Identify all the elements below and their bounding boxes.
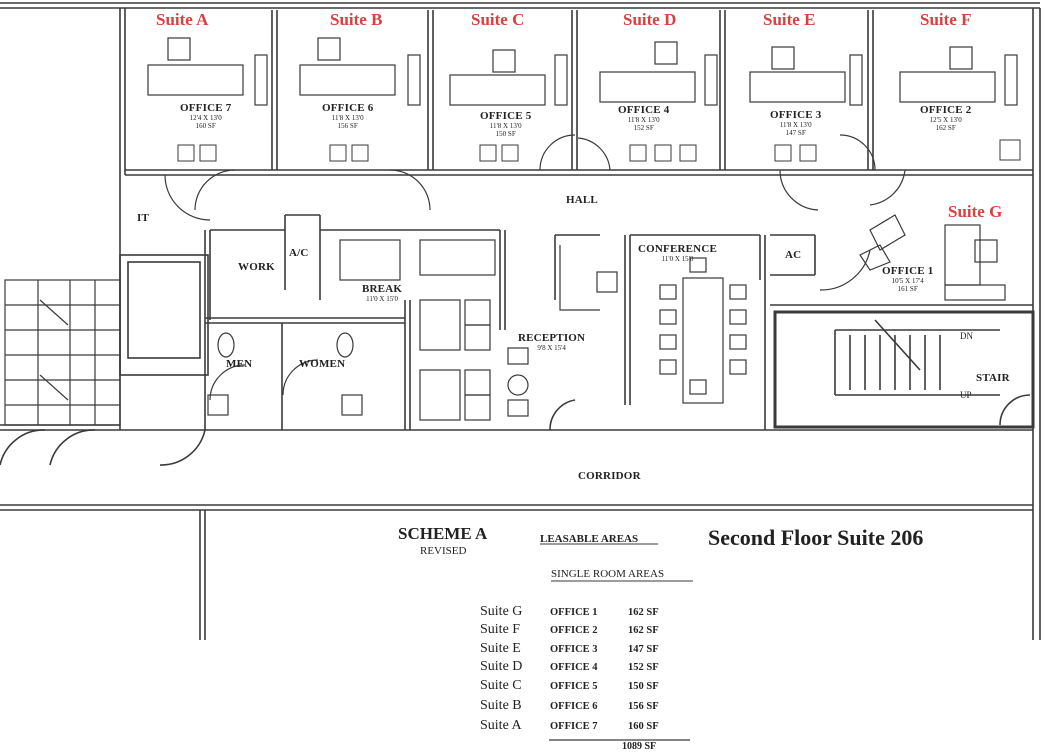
- table-office: OFFICE 5: [550, 681, 598, 692]
- office-7-dims: 12'4 X 13'0: [189, 114, 222, 122]
- break-name: BREAK: [362, 283, 403, 295]
- table-area: 150 SF: [628, 681, 659, 692]
- office-3-dims: 11'8 X 13'0: [779, 121, 812, 129]
- reception-dims: 9'8 X 15'4: [537, 344, 566, 352]
- reception-name: RECEPTION: [518, 332, 586, 344]
- office-4-dims: 11'8 X 13'0: [627, 116, 660, 124]
- stair-label: STAIR: [976, 372, 1010, 384]
- office-1-area: 161 SF: [897, 285, 918, 293]
- stairwell: [773, 310, 1035, 429]
- conference-name: CONFERENCE: [638, 243, 718, 255]
- office-4-name: OFFICE 4: [618, 104, 670, 116]
- table-suite: Suite A: [480, 718, 522, 733]
- table-suite: Suite C: [480, 678, 522, 693]
- table-area: 162 SF: [628, 625, 659, 636]
- table-area: 152 SF: [628, 662, 659, 673]
- storage-grid: [4, 279, 121, 426]
- table-area: 147 SF: [628, 644, 659, 655]
- office-3-label: OFFICE 3 11'8 X 13'0 147 SF: [770, 109, 821, 137]
- scheme-title: SCHEME A: [398, 524, 488, 543]
- guest-chairs: [177, 139, 1021, 162]
- office-5-name: OFFICE 5: [480, 110, 532, 122]
- break-room-label: BREAK 11'0 X 15'0: [362, 283, 402, 303]
- office-partitions: [125, 10, 1033, 176]
- table-area: 162 SF: [628, 607, 659, 618]
- reception-label: RECEPTION 9'8 X 15'4: [518, 332, 585, 352]
- office-6-name: OFFICE 6: [322, 102, 374, 114]
- scheme-subtitle: REVISED: [420, 545, 467, 557]
- table-office: OFFICE 1: [550, 607, 598, 618]
- table-office: OFFICE 3: [550, 644, 598, 655]
- office-2-name: OFFICE 2: [920, 104, 972, 116]
- office-1-name: OFFICE 1: [882, 265, 934, 277]
- suite-d-label: Suite D: [623, 10, 677, 29]
- office-6-label: OFFICE 6 11'8 X 13'0 156 SF: [322, 102, 373, 130]
- ac-left-label: A/C: [289, 247, 309, 259]
- stair-down-label: DN: [960, 331, 973, 341]
- office-1-dims: 10'5 X 17'4: [891, 277, 924, 285]
- office-2-area: 162 SF: [935, 124, 956, 132]
- women-label: WOMEN: [299, 358, 346, 370]
- office-6-area: 156 SF: [337, 122, 358, 130]
- office-5-dims: 11'8 X 13'0: [489, 122, 522, 130]
- single-room-heading: SINGLE ROOM AREAS: [551, 568, 665, 580]
- table-area: 160 SF: [628, 721, 659, 732]
- office-4-label: OFFICE 4 11'8 X 13'0 152 SF: [618, 104, 669, 132]
- office-5-area: 150 SF: [495, 130, 516, 138]
- suite-a-label: Suite A: [156, 10, 209, 29]
- table-area: 156 SF: [628, 701, 659, 712]
- office-furniture: [147, 37, 1018, 106]
- suite-f-label: Suite F: [920, 10, 972, 29]
- corridor-label: CORRIDOR: [578, 470, 641, 482]
- stair-up-label: UP: [960, 390, 972, 400]
- conference-label: CONFERENCE 11'0 X 15'0: [638, 243, 717, 263]
- break-dims: 11'0 X 15'0: [366, 295, 398, 303]
- hall-label: HALL: [566, 194, 598, 206]
- office-2-dims: 12'5 X 13'0: [929, 116, 962, 124]
- office-5-label: OFFICE 5 11'8 X 13'0 150 SF: [480, 110, 531, 138]
- office-7-area: 160 SF: [195, 122, 216, 130]
- table-suite: Suite E: [480, 641, 521, 656]
- office-7-label: OFFICE 7 12'4 X 13'0 160 SF: [180, 102, 231, 130]
- suite-b-label: Suite B: [330, 10, 383, 29]
- office-door-swings: [164, 134, 906, 221]
- suite-c-label: Suite C: [471, 10, 525, 29]
- suite-e-label: Suite E: [763, 10, 816, 29]
- it-label: IT: [137, 212, 150, 224]
- conference-dims: 11'0 X 15'0: [661, 255, 694, 263]
- ac-right-label: AC: [785, 249, 802, 261]
- corridor-walls: [0, 399, 1033, 640]
- core-walls: [0, 214, 1033, 431]
- table-suite: Suite B: [480, 698, 522, 713]
- leasable-areas-heading: LEASABLE AREAS: [540, 533, 639, 545]
- table-suite: Suite F: [480, 622, 521, 637]
- table-suite: Suite G: [480, 604, 523, 619]
- office-4-area: 152 SF: [633, 124, 654, 132]
- total-area: 1089 SF: [622, 741, 657, 752]
- restroom-fixtures: [207, 332, 363, 416]
- office-1-label: OFFICE 1 10'5 X 17'4 161 SF: [882, 265, 933, 293]
- table-suite: Suite D: [480, 659, 523, 674]
- reception-furniture: [507, 214, 1006, 417]
- office-3-name: OFFICE 3: [770, 109, 822, 121]
- floor-title: Second Floor Suite 206: [708, 525, 924, 550]
- work-label: WORK: [238, 261, 275, 273]
- office-2-label: OFFICE 2 12'5 X 13'0 162 SF: [920, 104, 971, 132]
- office-7-name: OFFICE 7: [180, 102, 232, 114]
- table-office: OFFICE 2: [550, 625, 598, 636]
- table-office: OFFICE 4: [550, 662, 598, 673]
- table-office: OFFICE 7: [550, 721, 598, 732]
- men-label: MEN: [226, 358, 253, 370]
- break-room-tables: [339, 239, 496, 421]
- suite-g-label: Suite G: [948, 202, 1003, 221]
- table-office: OFFICE 6: [550, 701, 598, 712]
- conference-table: [659, 257, 747, 404]
- office-6-dims: 11'8 X 13'0: [331, 114, 364, 122]
- office-3-area: 147 SF: [785, 129, 806, 137]
